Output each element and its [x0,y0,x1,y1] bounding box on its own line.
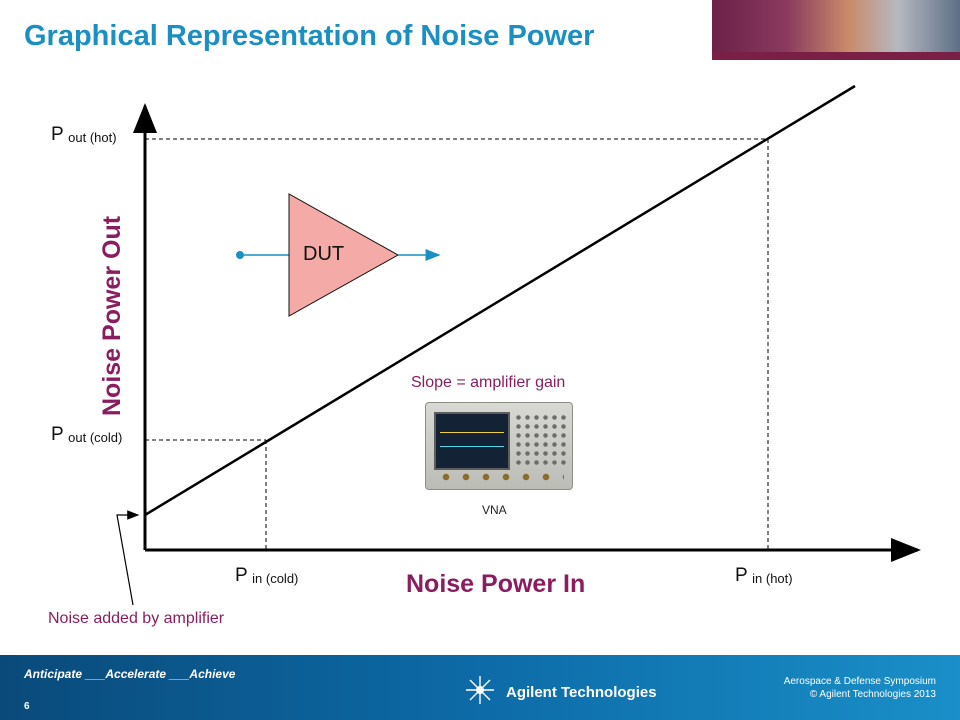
slide-title: Graphical Representation of Noise Power [24,20,595,52]
x-axis-title: Noise Power In [406,570,586,598]
vna-trace [440,432,504,433]
vna-instrument-image [425,402,573,490]
agilent-spark-icon [466,676,494,704]
agilent-logo-text: Agilent Technologies [506,684,657,701]
copyright: © Agilent Technologies 2013 [809,689,936,700]
symposium-info: Aerospace & Defense Symposium © Agilent … [784,675,936,701]
vna-ports [436,471,564,483]
noise-added-note: Noise added by amplifier [48,610,225,627]
vna-keypad [514,413,566,465]
slope-note: Slope = amplifier gain [411,374,566,391]
noise-pointer-arrow [116,510,140,606]
gain-line [144,84,856,517]
label-p-in-hot: P in (hot) [735,565,793,586]
y-axis-title: Noise Power Out [98,215,126,416]
header-banner-image [712,0,960,60]
label-p-in-cold: P in (cold) [235,565,299,586]
vna-label: VNA [482,503,507,517]
symposium-name: Aerospace & Defense Symposium [783,676,936,687]
page-number: 6 [24,701,30,712]
dut-amplifier-triangle [288,193,400,317]
footer-bar: Anticipate ___Accelerate ___Achieve 6 Ag… [0,655,960,720]
footer-tagline: Anticipate ___Accelerate ___Achieve [24,667,236,681]
vna-trace [440,446,504,447]
dut-input-node [236,251,244,259]
dut-label: DUT [303,243,345,265]
banner-stripe [712,52,960,60]
label-p-out-cold: P out (cold) [51,424,123,445]
label-p-out-hot: P out (hot) [51,124,117,145]
vna-screen [434,412,510,470]
